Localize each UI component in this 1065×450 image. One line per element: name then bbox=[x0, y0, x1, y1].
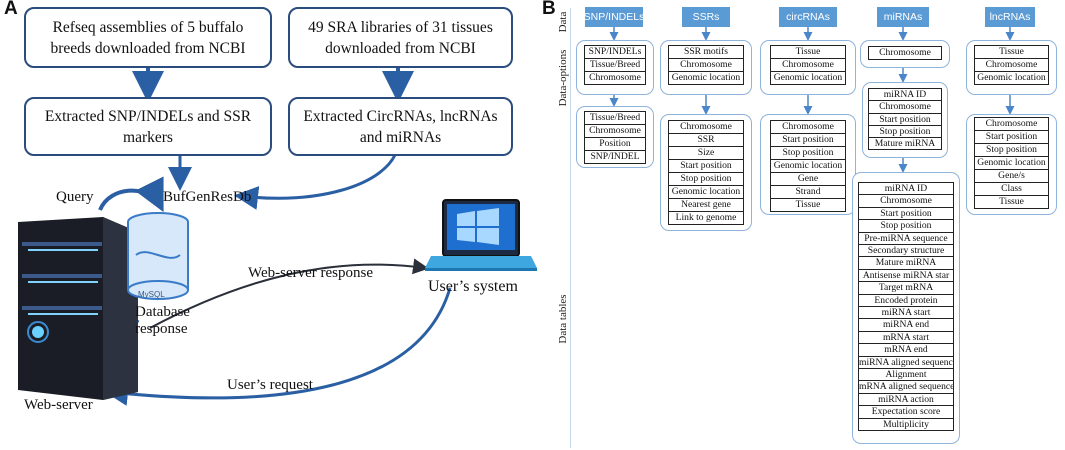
refseq-box: Refseq assemblies of 5 buffalo breeds do… bbox=[24, 7, 272, 68]
mirna-sub-cell: Mature miRNA bbox=[868, 137, 942, 151]
table-lnc-cell: Tissue bbox=[974, 195, 1049, 209]
table-mirna-cell: Stop position bbox=[858, 219, 954, 233]
option-circ-cell: Chromosome bbox=[770, 58, 846, 72]
option-mirna-cell: Chromosome bbox=[868, 46, 942, 60]
table-mirna-cell: Multiplicity bbox=[858, 417, 954, 431]
header-ssrs: SSRs bbox=[682, 7, 730, 27]
table-mirna-cell: mRNA aligned sequence bbox=[858, 380, 954, 394]
table-lnc-cell: Stop position bbox=[974, 143, 1049, 157]
option-ssr-cell: Chromosome bbox=[668, 58, 744, 72]
panel-a-label: A bbox=[4, 0, 18, 19]
db-name-label: BufGenResDb bbox=[163, 189, 252, 205]
table-mirna-cell: Alignment bbox=[858, 368, 954, 382]
table-mirna-cell: Target mRNA bbox=[858, 281, 954, 295]
table-circ-cell: Tissue bbox=[770, 198, 846, 212]
panel-b-separator bbox=[570, 8, 571, 448]
header-lncrnas: lncRNAs bbox=[985, 7, 1035, 27]
query-label: Query bbox=[56, 189, 94, 205]
table-snp-cell: Position bbox=[584, 137, 646, 151]
table-mirna-cell: Pre-miRNA sequence bbox=[858, 231, 954, 245]
table-mirna-cell: mRNA start bbox=[858, 330, 954, 345]
option-snp-cell: SNP/INDELs bbox=[584, 45, 646, 59]
mysql-label: MySQL bbox=[138, 290, 165, 299]
table-circ-cell: Genomic location bbox=[770, 159, 846, 173]
webserver-response-label: Web-server response bbox=[248, 265, 373, 281]
snp-ssr-box-text: Extracted SNP/INDELs and SSR markers bbox=[44, 107, 252, 146]
table-circ-cell: Chromosome bbox=[770, 120, 846, 134]
table-lnc-cell: Class bbox=[974, 182, 1049, 196]
table-mirna-cell: Chromosome bbox=[858, 194, 954, 208]
option-snp-cell: Tissue/Breed bbox=[584, 58, 646, 72]
table-circ-cell: Start position bbox=[770, 133, 846, 147]
option-snp-cell: Chromosome bbox=[584, 71, 646, 85]
table-mirna-cell: miRNA action bbox=[858, 392, 954, 407]
table-lnc-cell: Gene/s bbox=[974, 169, 1049, 183]
table-snp-cell: SNP/INDEL bbox=[584, 150, 646, 164]
table-ssr-cell: Chromosome bbox=[668, 120, 744, 134]
option-lnc-cell: Genomic location bbox=[974, 71, 1049, 85]
table-mirna-cell: miRNA end bbox=[858, 318, 954, 332]
web-server-illustration bbox=[18, 217, 138, 400]
option-circ-cell: Genomic location bbox=[770, 71, 846, 85]
table-ssr-cell: Genomic location bbox=[668, 185, 744, 199]
table-ssr-cell: SSR bbox=[668, 133, 744, 147]
table-lnc-cell: Start position bbox=[974, 130, 1049, 144]
table-mirna-cell: Expectation score bbox=[858, 405, 954, 419]
table-ssr-cell: Stop position bbox=[668, 172, 744, 186]
table-ssr-cell: Link to genome bbox=[668, 211, 744, 225]
mirna-sub-cell: miRNA ID bbox=[868, 88, 942, 102]
database-response-label: Database response bbox=[135, 304, 190, 337]
refseq-box-text: Refseq assemblies of 5 buffalo breeds do… bbox=[50, 18, 246, 57]
snp-ssr-box: Extracted SNP/INDELs and SSR markers bbox=[24, 97, 272, 156]
table-mirna-cell: Secondary structure bbox=[858, 244, 954, 258]
table-mirna-cell: miRNA start bbox=[858, 306, 954, 320]
web-server-label: Web-server bbox=[24, 397, 93, 413]
header-circrnas: circRNAs bbox=[779, 7, 837, 27]
table-snp-cell: Chromosome bbox=[584, 124, 646, 138]
table-circ-cell: Stop position bbox=[770, 146, 846, 160]
database-icon bbox=[127, 212, 189, 300]
panel-b-label: B bbox=[542, 0, 556, 19]
table-mirna-cell: Encoded protein bbox=[858, 293, 954, 307]
sra-box: 49 SRA libraries of 31 tissues downloade… bbox=[288, 7, 513, 68]
table-mirna-cell: miRNA ID bbox=[858, 182, 954, 196]
circ-lnc-mirna-box: Extracted CircRNAs, lncRNAs and miRNAs bbox=[288, 97, 513, 156]
header-mirnas: miRNAs bbox=[877, 7, 929, 27]
option-ssr-cell: SSR motifs bbox=[668, 45, 744, 59]
mirna-sub-cell: Start position bbox=[868, 112, 942, 126]
users-system-label: User’s system bbox=[428, 278, 518, 295]
table-ssr-cell: Nearest gene bbox=[668, 198, 744, 212]
table-mirna-cell: Mature miRNA bbox=[858, 256, 954, 270]
table-mirna-cell: Antisense miRNA star bbox=[858, 268, 954, 283]
mirna-sub-cell: Chromosome bbox=[868, 100, 942, 114]
option-ssr-cell: Genomic location bbox=[668, 71, 744, 85]
table-ssr-cell: Start position bbox=[668, 159, 744, 173]
table-mirna-cell: miRNA aligned sequence bbox=[858, 355, 954, 369]
circ-lnc-mirna-box-text: Extracted CircRNAs, lncRNAs and miRNAs bbox=[303, 107, 498, 146]
table-mirna-cell: Start position bbox=[858, 206, 954, 221]
option-lnc-cell: Chromosome bbox=[974, 58, 1049, 72]
table-lnc-cell: Chromosome bbox=[974, 117, 1049, 131]
mirna-sub-cell: Stop position bbox=[868, 124, 942, 139]
laptop-icon bbox=[425, 199, 537, 271]
table-lnc-cell: Genomic location bbox=[974, 156, 1049, 170]
option-lnc-cell: Tissue bbox=[974, 45, 1049, 59]
option-circ-cell: Tissue bbox=[770, 45, 846, 59]
table-circ-cell: Gene bbox=[770, 172, 846, 186]
users-request-label: User’s request bbox=[227, 377, 313, 393]
table-snp-cell: Tissue/Breed bbox=[584, 111, 646, 125]
table-mirna-cell: mRNA end bbox=[858, 343, 954, 357]
header-snp-indels: SNP/INDELs bbox=[584, 7, 644, 27]
table-ssr-cell: Size bbox=[668, 146, 744, 160]
table-circ-cell: Strand bbox=[770, 185, 846, 199]
sra-box-text: 49 SRA libraries of 31 tissues downloade… bbox=[308, 18, 493, 57]
